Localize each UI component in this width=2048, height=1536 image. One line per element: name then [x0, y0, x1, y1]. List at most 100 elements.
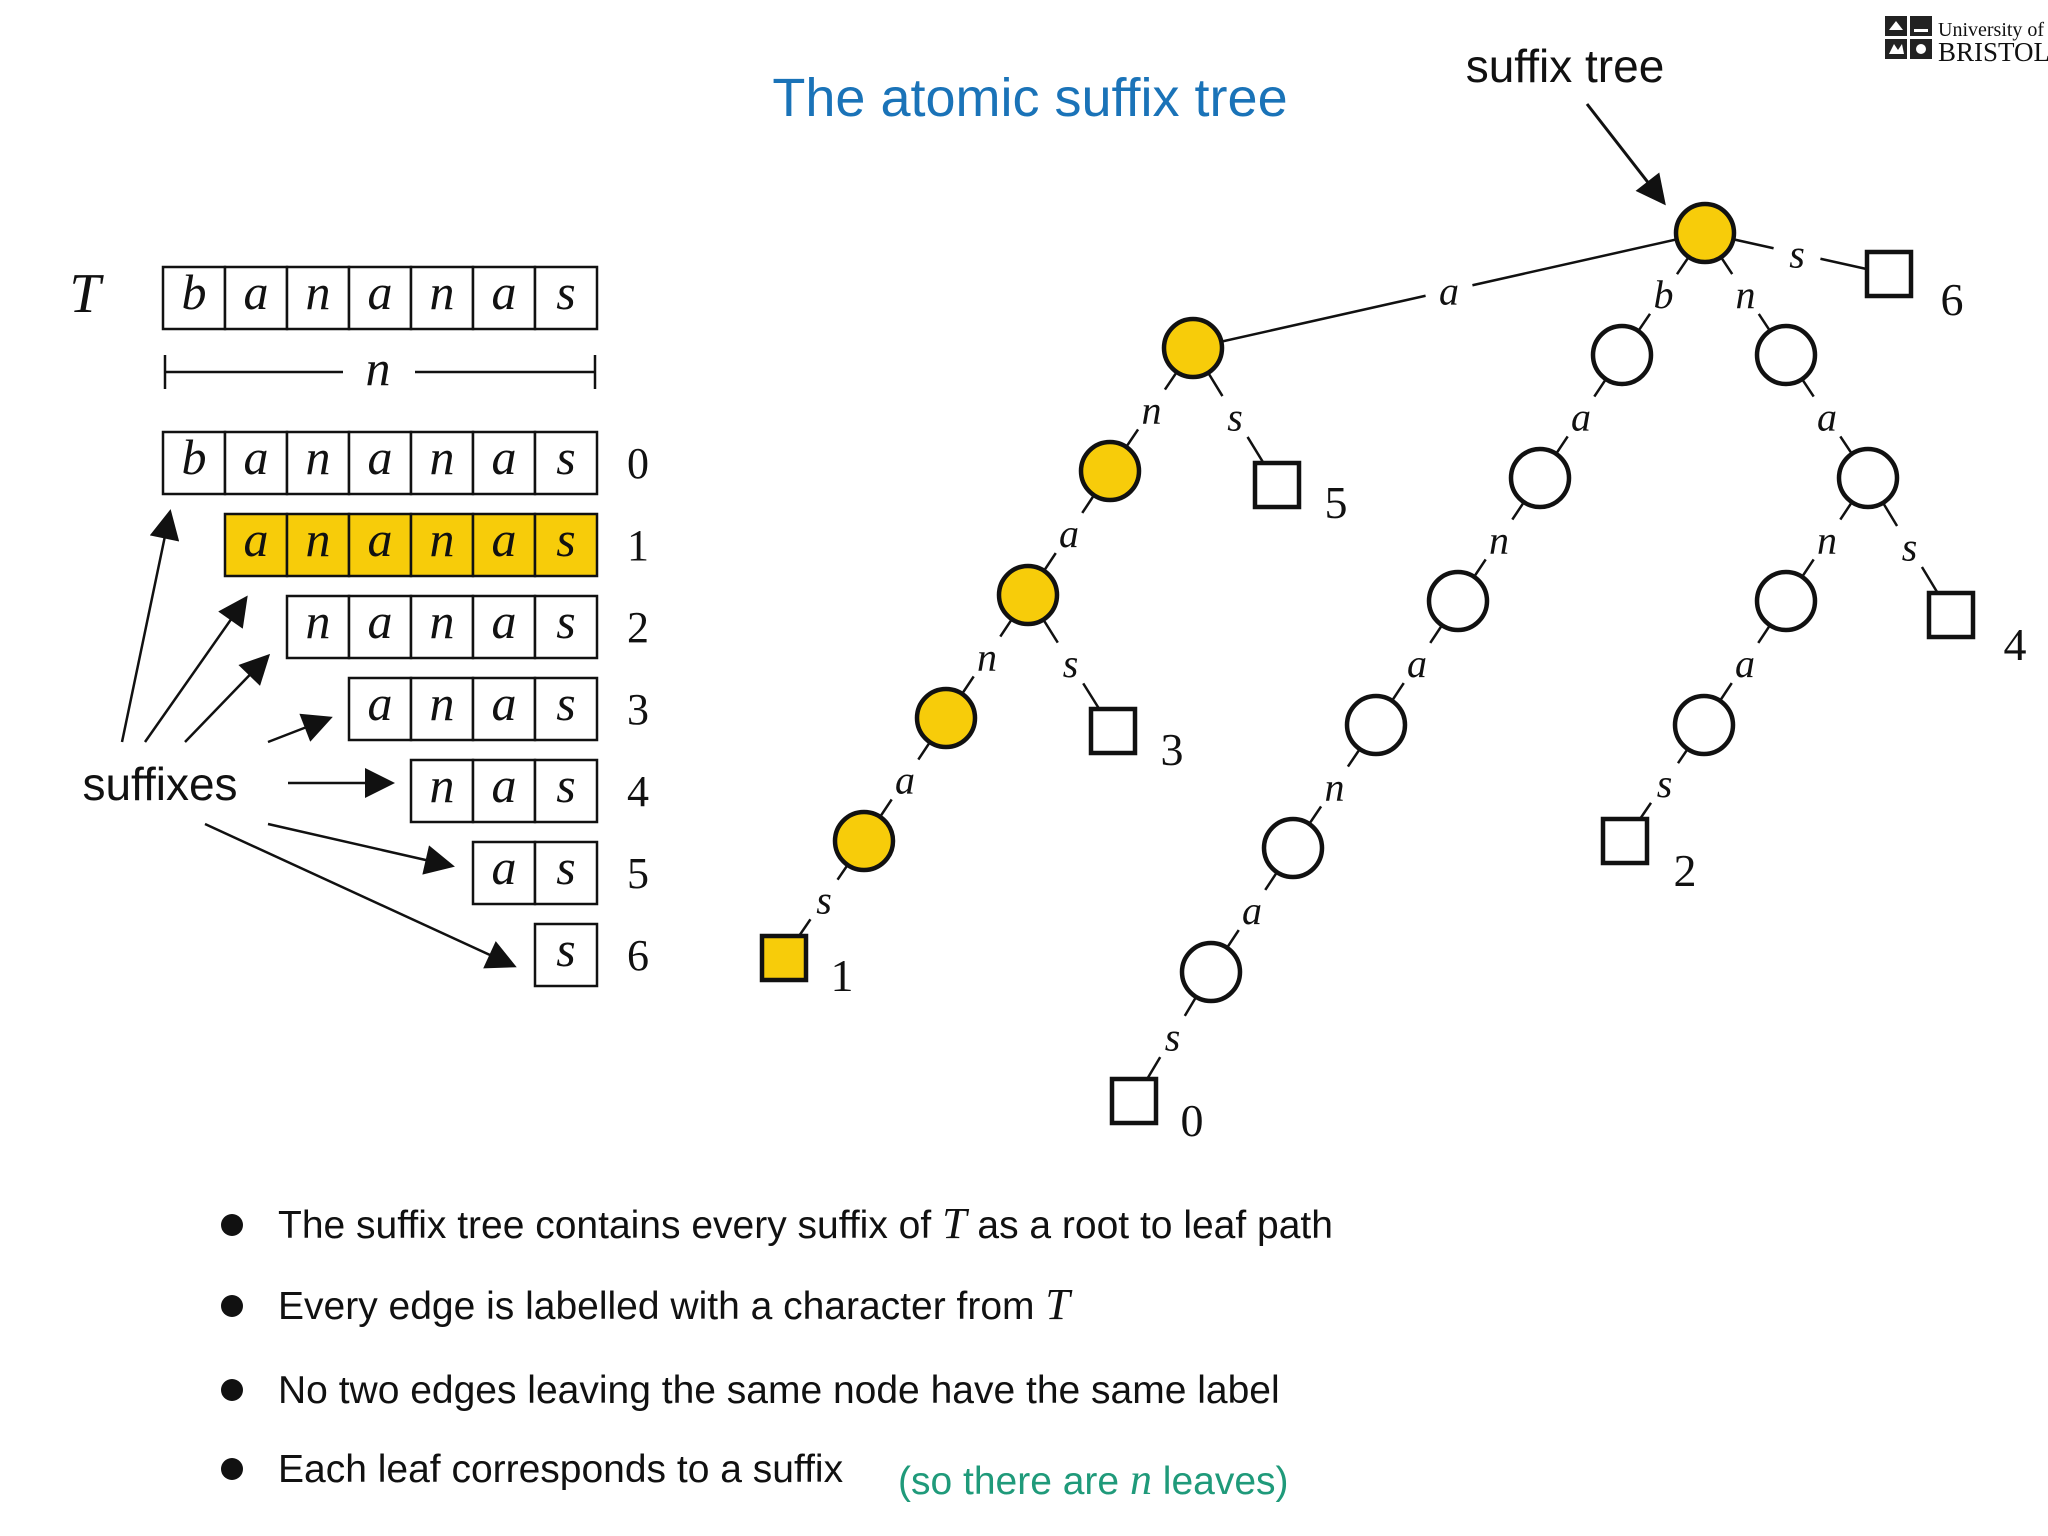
suffix-index: 0	[627, 439, 649, 488]
leaf-label: 0	[1181, 1095, 1204, 1146]
char-cell	[533, 512, 599, 578]
char-label: n	[306, 264, 331, 320]
char-label: n	[430, 264, 455, 320]
internal-node	[996, 563, 1060, 627]
char-label: n	[430, 511, 455, 567]
text-label: T	[69, 263, 104, 325]
char-label: s	[556, 264, 575, 320]
char-label: n	[430, 593, 455, 649]
suffix-tree-callout: suffix tree	[1466, 40, 1665, 92]
internal-node	[1078, 439, 1142, 503]
char-label: b	[182, 429, 207, 485]
char-cell	[223, 430, 289, 496]
bullet-text: Every edge is labelled with a character …	[278, 1280, 1073, 1329]
char-cell	[285, 430, 351, 496]
logo-line1: University of	[1938, 19, 2044, 41]
suffix-arrow	[267, 822, 455, 875]
internal-node	[1179, 940, 1243, 1004]
char-cell	[533, 594, 599, 660]
char-label: s	[556, 675, 575, 731]
char-label: a	[244, 511, 269, 567]
bullet-text: The suffix tree contains every suffix of…	[278, 1199, 1333, 1248]
char-label: n	[306, 511, 331, 567]
edge-label: a	[1817, 395, 1837, 440]
char-cell	[285, 265, 351, 331]
leaf-square	[1926, 590, 1976, 640]
char-label: a	[368, 593, 393, 649]
char-label: a	[368, 511, 393, 567]
internal-node	[1754, 569, 1818, 633]
char-label: a	[368, 675, 393, 731]
edge-label: s	[816, 878, 832, 923]
char-label: a	[492, 264, 517, 320]
edge-label: a	[1571, 395, 1591, 440]
edge-label: b	[1654, 272, 1674, 317]
bullet-dot	[221, 1214, 243, 1236]
length-label: n	[366, 340, 391, 396]
char-cell	[533, 676, 599, 742]
char-label: a	[492, 593, 517, 649]
edge-label: a	[1059, 511, 1079, 556]
char-cell	[285, 594, 351, 660]
edge-line	[1192, 294, 1426, 350]
char-label: n	[430, 757, 455, 813]
edge-label: n	[977, 635, 997, 680]
char-cell	[409, 758, 475, 824]
leaf-node: 5	[1252, 460, 1348, 528]
char-label: a	[492, 429, 517, 485]
char-cell	[533, 430, 599, 496]
edge-label: a	[1439, 269, 1459, 314]
char-cell	[471, 430, 537, 496]
edge-label: s	[1902, 525, 1918, 570]
suffix-index: 4	[627, 767, 649, 816]
leaf-label: 6	[1941, 274, 1964, 325]
suffix-arrow	[184, 653, 271, 743]
suffix-arrow	[120, 509, 180, 743]
char-label: n	[306, 593, 331, 649]
suffix-arrow	[143, 595, 248, 743]
leaf-square	[1252, 460, 1302, 510]
leaf-node: 6	[1864, 249, 1964, 325]
leaf-label: 5	[1325, 477, 1348, 528]
suffix-row-6: s	[533, 921, 599, 988]
edge-line	[1472, 231, 1706, 287]
callout-arrow	[1585, 103, 1666, 206]
suffix-arrow	[204, 822, 517, 969]
char-cell	[533, 758, 599, 824]
leaf-square	[1864, 249, 1914, 299]
crest-icon	[1885, 16, 1932, 59]
char-cell	[161, 430, 227, 496]
leaf-node: 0	[1109, 1076, 1204, 1146]
bullet-dot	[221, 1458, 243, 1480]
edge-label: a	[1242, 888, 1262, 933]
suffix-index: 2	[627, 603, 649, 652]
char-cell	[223, 512, 289, 578]
internal-node	[1261, 816, 1325, 880]
leaf-node: 4	[1926, 590, 2027, 670]
bullet-item: No two edges leaving the same node have …	[221, 1369, 1280, 1412]
edge-label: s	[1657, 761, 1673, 806]
char-cell	[409, 430, 475, 496]
char-label: a	[368, 264, 393, 320]
edge-label: s	[1063, 641, 1079, 686]
leaf-label: 2	[1674, 845, 1697, 896]
internal-node	[914, 686, 978, 750]
bullet-text: No two edges leaving the same node have …	[278, 1369, 1280, 1412]
internal-node	[1161, 316, 1225, 380]
internal-node	[1344, 693, 1408, 757]
char-cell	[471, 758, 537, 824]
char-cell	[533, 922, 599, 988]
char-label: a	[244, 264, 269, 320]
edge-label: n	[1325, 765, 1345, 810]
char-cell	[347, 594, 413, 660]
edge-label: s	[1165, 1015, 1181, 1060]
char-label: s	[556, 593, 575, 649]
internal-node	[1754, 323, 1818, 387]
edge-label: s	[1227, 395, 1243, 440]
logo-line2: BRISTOL	[1938, 37, 2048, 67]
char-label: a	[368, 429, 393, 485]
